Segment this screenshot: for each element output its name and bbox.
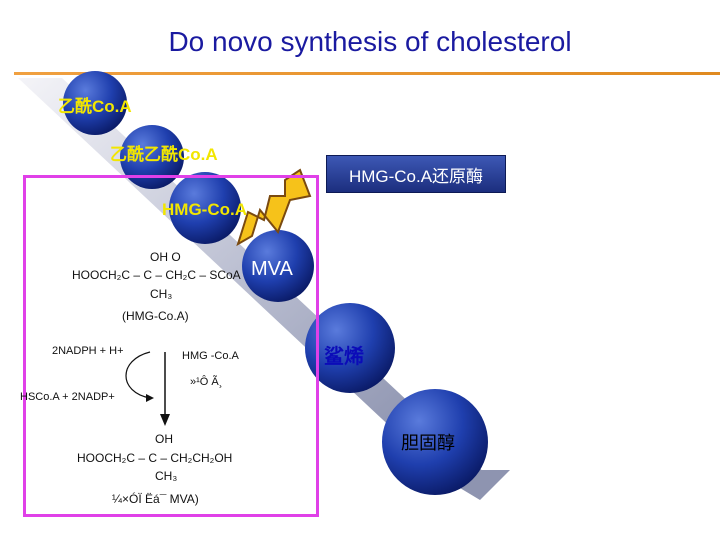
reaction-enzyme: HMG -Co.A: [182, 350, 239, 362]
step-sphere-mva: [242, 230, 314, 302]
mva-formula: HOOCH₂C – C – CH₂CH₂OH: [77, 451, 233, 465]
hmg-substituents: OH O: [150, 250, 181, 264]
hmg-formula: HOOCH₂C – C – CH₂C – SCoA: [72, 268, 241, 282]
reaction-enzyme-garbled: »¹Ô Ã¸: [190, 376, 223, 388]
cofactor-out: HSCo.A + 2NADP+: [20, 391, 115, 403]
step-label-hmg-coa: HMG-Co.A: [162, 200, 247, 219]
reaction-detail-box: [23, 175, 319, 517]
hmg-name: (HMG-Co.A): [122, 309, 189, 323]
step-label-acetoacetyl-coa: 乙酰乙酰Co.A: [110, 145, 218, 164]
step-sphere-hmg-coa: [169, 172, 241, 244]
hmg-methyl: CH₃: [150, 287, 173, 301]
step-sphere-acetoacetyl-coa: [120, 125, 184, 189]
title-divider: [14, 72, 720, 75]
step-sphere-acetyl-coa: [63, 71, 127, 135]
mva-methyl: CH₃: [155, 469, 178, 483]
cofactor-arrow: [125, 351, 151, 399]
step-label-squalene: 鲨烯: [324, 346, 364, 368]
reaction-arrowhead: [160, 414, 170, 426]
step-label-acetyl-coa: 乙酰Co.A: [58, 97, 132, 116]
step-sphere-squalene: [305, 303, 395, 393]
cofactor-in: 2NADPH + H+: [52, 345, 124, 357]
page-title: Do novo synthesis of cholesterol: [168, 26, 572, 57]
mva-name: ¼×ÓÏ Ëá¯ MVA): [112, 492, 199, 506]
enzyme-label-box: HMG-Co.A还原酶: [326, 155, 506, 193]
step-label-mva: MVA: [251, 258, 293, 280]
lightning-bolt-icon: [236, 168, 312, 247]
step-label-cholesterol: 胆固醇: [401, 433, 455, 453]
mva-substituent: OH: [155, 432, 173, 446]
step-sphere-cholesterol: [382, 389, 488, 495]
